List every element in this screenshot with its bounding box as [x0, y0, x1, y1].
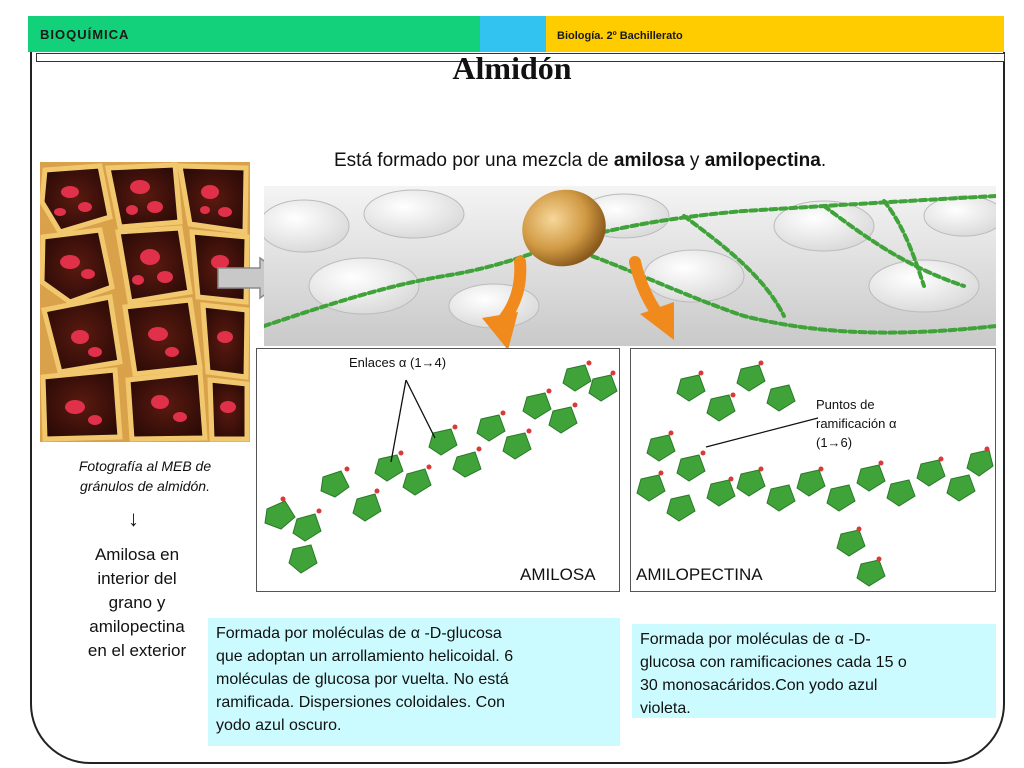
amilosa-description-box: Formada por moléculas de α -D-glucosa qu…: [208, 618, 620, 746]
amilopectina-description-line: glucosa con ramificaciones cada 15 o: [640, 654, 907, 671]
amilosa-description-line: Formada por moléculas de α -D-glucosa: [216, 625, 502, 642]
orange-arrows-icon: [482, 256, 674, 350]
amilosa-molecule-image: [264, 360, 618, 574]
side-note-line: interior del: [97, 569, 177, 588]
photo-caption: Fotografía al MEB de gránulos de almidón…: [48, 456, 242, 496]
intro-sentence: Está formado por una mezcla de amilosa y…: [334, 150, 826, 172]
slide-title: Almidón: [452, 50, 572, 86]
photo-caption-line: gránulos de almidón.: [80, 478, 210, 494]
header-course: Biología. 2º Bachillerato: [557, 30, 683, 42]
amilosa-label: AMILOSA: [520, 565, 596, 584]
amilosa-panel: [256, 348, 620, 592]
amilopectina-molecule-image: [636, 360, 994, 587]
intro-middle: y: [684, 150, 705, 171]
intro-term-amilopectina: amilopectina: [704, 150, 821, 171]
starch-granule-illustration: [264, 186, 996, 346]
side-note-line: Amilosa en: [94, 545, 180, 564]
header-blue-band: [480, 16, 546, 52]
amilosa-description-line: ramificada. Dispersiones coloidales. Con: [216, 694, 506, 711]
puntos-line: ramificación α: [816, 416, 897, 431]
amilopectina-description-line: Formada por moléculas de α -D-: [640, 631, 871, 648]
puntos-line: (1→6): [816, 435, 853, 450]
intro-suffix: .: [820, 150, 827, 171]
header-underline-bar: [36, 53, 1005, 62]
down-arrow-icon: ↓: [128, 506, 139, 531]
header-subject: BIOQUÍMICA: [40, 27, 130, 42]
header-green-band: [28, 16, 480, 52]
side-note-line: amilopectina: [89, 617, 185, 636]
intro-term-amilosa: amilosa: [613, 150, 685, 171]
photo-caption-line: Fotografía al MEB de: [78, 458, 212, 474]
sem-micrograph-image: [40, 162, 250, 442]
header-yellow-band: [546, 16, 1004, 52]
amilosa-description-line: moléculas de glucosa por vuelta. No está: [216, 671, 509, 688]
side-note-line: grano y: [108, 593, 166, 612]
amilopectina-label: AMILOPECTINA: [636, 565, 763, 584]
amilosa-description-line: yodo azul oscuro.: [216, 717, 342, 734]
slide-frame: [30, 52, 1005, 764]
amilopectina-description-line: 30 monosacáridos.Con yodo azul: [640, 677, 878, 694]
amilopectina-panel: [630, 348, 996, 592]
side-note: Amilosa en interior del grano y amilopec…: [72, 543, 202, 663]
amilopectina-description-box: Formada por moléculas de α -D- glucosa c…: [632, 624, 996, 718]
puntos-ramificacion-annotation: Puntos de ramificación α (1→6): [816, 395, 896, 452]
enlaces-annotation: Enlaces α (1→4): [349, 355, 447, 370]
amilopectina-description-line: violeta.: [640, 700, 691, 717]
puntos-line: Puntos de: [816, 397, 875, 412]
side-note-line: en el exterior: [87, 641, 187, 660]
intro-prefix: Está formado por una mezcla de: [334, 150, 614, 171]
amilosa-description-line: que adoptan un arrollamiento helicoidal.…: [216, 648, 514, 665]
